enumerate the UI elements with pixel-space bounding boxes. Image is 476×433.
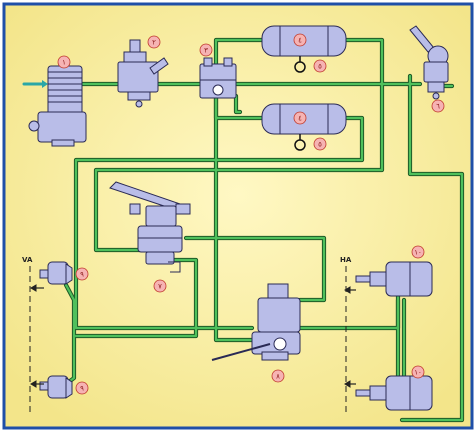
front-brake-chamber-bottom — [39, 375, 73, 399]
label-front-chamber-bottom-text: ٩ — [80, 385, 84, 393]
label-reservoir-bottom: ٤ — [293, 111, 307, 125]
trailer-control-valve — [211, 283, 301, 361]
pressure-regulator — [117, 39, 169, 108]
front-brake-chamber-top — [39, 261, 73, 285]
label-trailer-control-valve: ٨ — [271, 369, 285, 383]
label-four-circuit-valve-text: ٣ — [204, 47, 208, 55]
rear-axle-marker — [344, 266, 356, 412]
label-rear-chamber-top-text: ١٠ — [414, 249, 422, 257]
rear-axle-label: HA — [340, 256, 352, 264]
label-front-chamber-top: ٩ — [75, 267, 89, 281]
front-axle-label: VA — [22, 256, 33, 264]
label-front-chamber-bottom: ٩ — [75, 381, 89, 395]
number-badges: ١ ٢ ٣ ٤ ٤ ٥ ٥ ٦ — [57, 33, 445, 395]
label-four-circuit-valve: ٣ — [199, 43, 213, 57]
label-pressure-regulator-text: ٢ — [152, 39, 156, 47]
label-drain-bottom-text: ٥ — [318, 141, 322, 149]
drain-valve-top — [294, 56, 306, 73]
rear-brake-chamber-bottom — [355, 375, 433, 411]
compressor — [28, 65, 87, 147]
four-circuit-valve — [199, 57, 237, 99]
label-reservoir-top: ٤ — [293, 33, 307, 47]
label-drain-bottom: ٥ — [313, 137, 327, 151]
label-foot-brake-valve-text: ٧ — [158, 283, 162, 291]
label-reservoir-top-text: ٤ — [298, 37, 302, 45]
label-compressor: ١ — [57, 55, 71, 69]
label-reservoir-bottom-text: ٤ — [298, 115, 302, 123]
label-pressure-regulator: ٢ — [147, 35, 161, 49]
label-compressor-text: ١ — [62, 59, 66, 67]
rear-brake-chamber-top — [355, 261, 433, 297]
label-rear-chamber-bottom-text: ١٠ — [414, 369, 422, 377]
label-rear-chamber-top: ١٠ — [411, 245, 425, 259]
label-hand-brake-valve: ٦ — [431, 99, 445, 113]
foot-brake-valve — [109, 181, 191, 273]
hand-brake-valve — [409, 25, 449, 100]
label-drain-top-text: ٥ — [318, 63, 322, 71]
label-drain-top: ٥ — [313, 59, 327, 73]
front-axle-marker — [29, 266, 44, 412]
label-trailer-control-valve-text: ٨ — [276, 373, 280, 381]
drain-valve-bottom — [294, 134, 306, 151]
label-front-chamber-top-text: ٩ — [80, 271, 84, 279]
label-foot-brake-valve: ٧ — [153, 279, 167, 293]
label-hand-brake-valve-text: ٦ — [436, 103, 440, 111]
label-rear-chamber-bottom: ١٠ — [411, 365, 425, 379]
